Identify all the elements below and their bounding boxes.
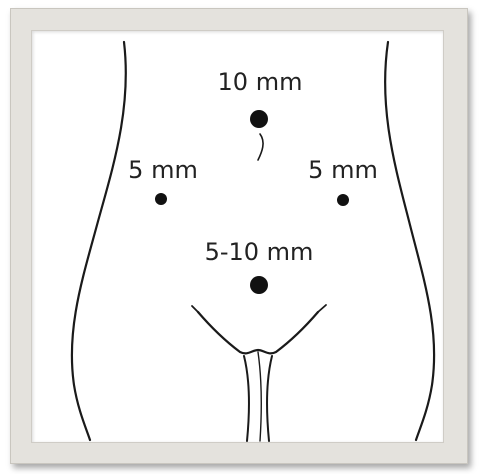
right-groin-tick [318, 305, 326, 312]
right-lower-port-dot [337, 194, 349, 206]
umbilicus-mark [258, 134, 263, 160]
left-flank-outline [72, 42, 126, 440]
suprapubic-port-dot [250, 276, 268, 294]
right-lower-port-label: 5 mm [308, 156, 378, 184]
groin-outline [198, 312, 318, 353]
umbilical-port-label: 10 mm [218, 68, 303, 96]
right-inner-thigh-outline [267, 356, 272, 441]
left-groin-tick [192, 306, 198, 312]
suprapubic-port-label: 5-10 mm [205, 238, 314, 266]
left-inner-thigh-outline [244, 356, 249, 441]
right-flank-outline [385, 42, 434, 440]
center-crease [258, 352, 261, 441]
umbilical-port-dot [250, 110, 268, 128]
left-lower-port-dot [155, 193, 167, 205]
left-lower-port-label: 5 mm [128, 156, 198, 184]
